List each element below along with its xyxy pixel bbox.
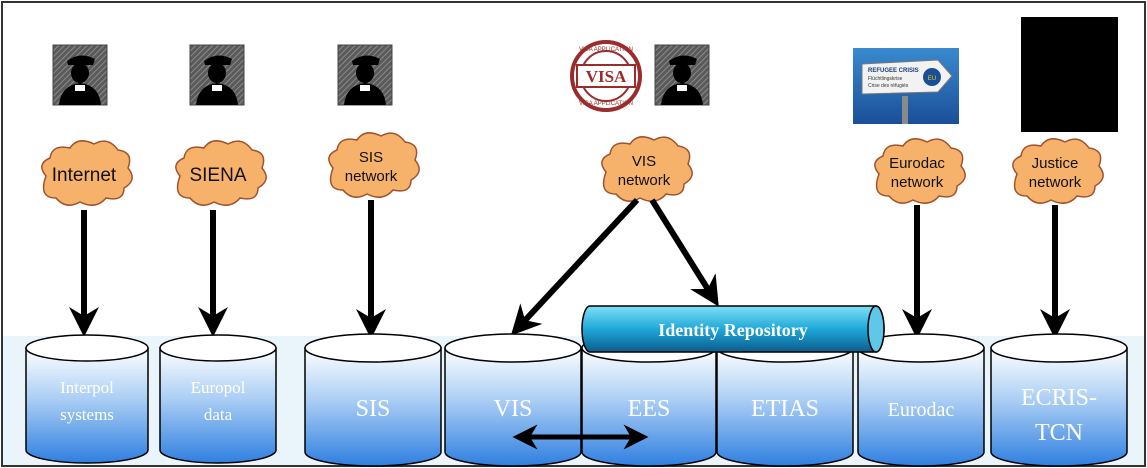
refugee-sign-line3: Crise des réfugiés: [868, 83, 909, 89]
officer-icon: [654, 44, 710, 106]
vis-db: VIS: [444, 333, 582, 467]
etias-label: ETIAS: [751, 396, 819, 422]
identity-repository-label: Identity Repository: [658, 320, 808, 340]
eurodac-network-cloud: Eurodac network: [874, 138, 966, 204]
identity-repository: Identity Repository: [581, 305, 885, 353]
eurodac-network-label-1: Eurodac: [889, 155, 945, 172]
eurodac-label: Eurodac: [888, 399, 955, 421]
etias-db: ETIAS: [716, 333, 854, 467]
officer-icon: [337, 44, 393, 106]
sis-network-label-1: SIS: [359, 149, 383, 166]
vis-network-label-2: network: [618, 172, 671, 189]
sis-network-label-2: network: [345, 168, 398, 185]
eurodac-network-label-2: network: [891, 174, 944, 191]
vis-label: VIS: [494, 396, 533, 422]
interpol-label-2: systems: [60, 405, 114, 424]
officer-icon: [52, 44, 108, 106]
refugee-sign-badge: EU: [928, 76, 936, 82]
visa-stamp-bottom-text: VISA APPLICATION: [579, 101, 633, 107]
arrow-vis-network-vis: [510, 197, 640, 336]
siena-cloud: SIENA: [175, 140, 267, 206]
europol-label-2: data: [204, 405, 233, 424]
officer-icon: [189, 44, 245, 106]
sis-network-cloud: SIS network: [328, 132, 420, 198]
refugee-sign-title: REFUGEE CRISIS: [868, 68, 919, 74]
justice-network-cloud: Justice network: [1012, 138, 1104, 204]
visa-stamp-image: VISA VISA APPLICATION VISA APPLICATION: [564, 36, 648, 120]
visa-stamp-center-text: VISA: [586, 67, 627, 86]
interpol-label-1: Interpol: [60, 378, 114, 397]
refugee-sign-line2: Flüchtlingskrise: [868, 76, 903, 82]
arrows: [69, 197, 1070, 339]
ees-label: EES: [628, 396, 671, 422]
ecris-tcn-db: ECRIS- TCN: [990, 333, 1128, 467]
redacted-image: [1021, 17, 1118, 132]
europol-data-db: Europol data: [159, 334, 277, 464]
justice-network-label-2: network: [1029, 174, 1082, 191]
visa-stamp-top-text: VISA APPLICATION: [579, 47, 633, 53]
europol-label-1: Europol: [191, 378, 246, 397]
vis-network-label-1: VIS: [632, 153, 656, 170]
sis-db: SIS: [304, 333, 442, 467]
arrow-vis-network-identity: [649, 198, 719, 307]
ees-db: EES: [581, 333, 717, 467]
sis-label: SIS: [356, 396, 391, 422]
interpol-systems-db: Interpol systems: [25, 334, 149, 464]
siena-cloud-label: SIENA: [189, 165, 246, 186]
eurodac-db: Eurodac: [857, 333, 985, 467]
justice-network-label-1: Justice: [1032, 155, 1079, 172]
refugee-sign-image: REFUGEE CRISIS Flüchtlingskrise Crise de…: [853, 48, 959, 124]
internet-cloud: Internet: [41, 140, 133, 206]
internet-cloud-label: Internet: [52, 165, 117, 186]
ecris-label-1: ECRIS-: [1021, 385, 1097, 411]
vis-network-cloud: VIS network: [601, 136, 693, 202]
ecris-label-2: TCN: [1035, 420, 1083, 446]
